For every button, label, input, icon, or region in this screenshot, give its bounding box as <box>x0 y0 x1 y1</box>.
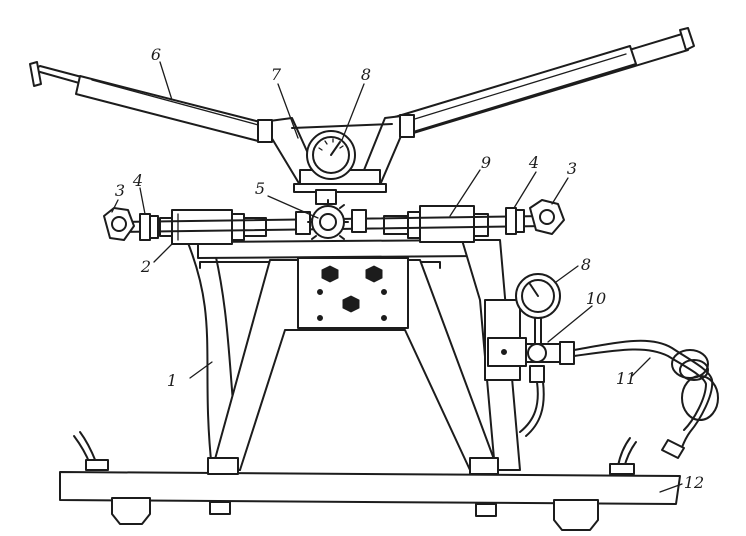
side-valve <box>487 337 575 437</box>
label-side-valve: 10 <box>586 289 606 308</box>
pump-lever-right <box>394 27 695 137</box>
label-end-nut-left: 3 <box>115 181 125 200</box>
label-hose: 11 <box>616 369 636 388</box>
callout-labels: 1 2 3 3 4 4 5 6 7 8 8 9 10 11 12 <box>115 45 704 492</box>
valve <box>295 189 367 240</box>
end-nut-left <box>103 207 135 241</box>
label-pump-head: 7 <box>271 65 282 84</box>
label-end-nut-right: 3 <box>567 159 577 178</box>
label-base-beam: 12 <box>684 473 704 492</box>
label-rod: 9 <box>481 153 491 172</box>
base-beam <box>59 431 681 531</box>
cylinder-right <box>383 205 489 243</box>
frame <box>185 237 521 471</box>
leader-lines <box>111 61 683 493</box>
label-hydraulic-cylinder: 2 <box>140 257 151 276</box>
pressure-gauge-side <box>515 273 561 346</box>
pump-head <box>257 114 415 193</box>
label-pressure-gauge-top: 8 <box>361 65 371 84</box>
end-nut-right <box>529 199 565 235</box>
label-lock-nut-left: 4 <box>132 171 143 190</box>
hose <box>573 339 719 459</box>
pump-lever-left <box>29 61 269 143</box>
pressure-gauge-top <box>306 130 356 180</box>
label-frame: 1 <box>167 371 177 390</box>
label-pressure-gauge-side: 8 <box>581 255 591 274</box>
label-pump-lever: 6 <box>151 45 161 64</box>
label-valve: 5 <box>255 179 265 198</box>
lock-nut-left <box>139 213 159 241</box>
label-lock-nut-right: 4 <box>528 153 539 172</box>
lock-nut-right <box>505 207 525 235</box>
cylinder-left <box>159 209 267 245</box>
